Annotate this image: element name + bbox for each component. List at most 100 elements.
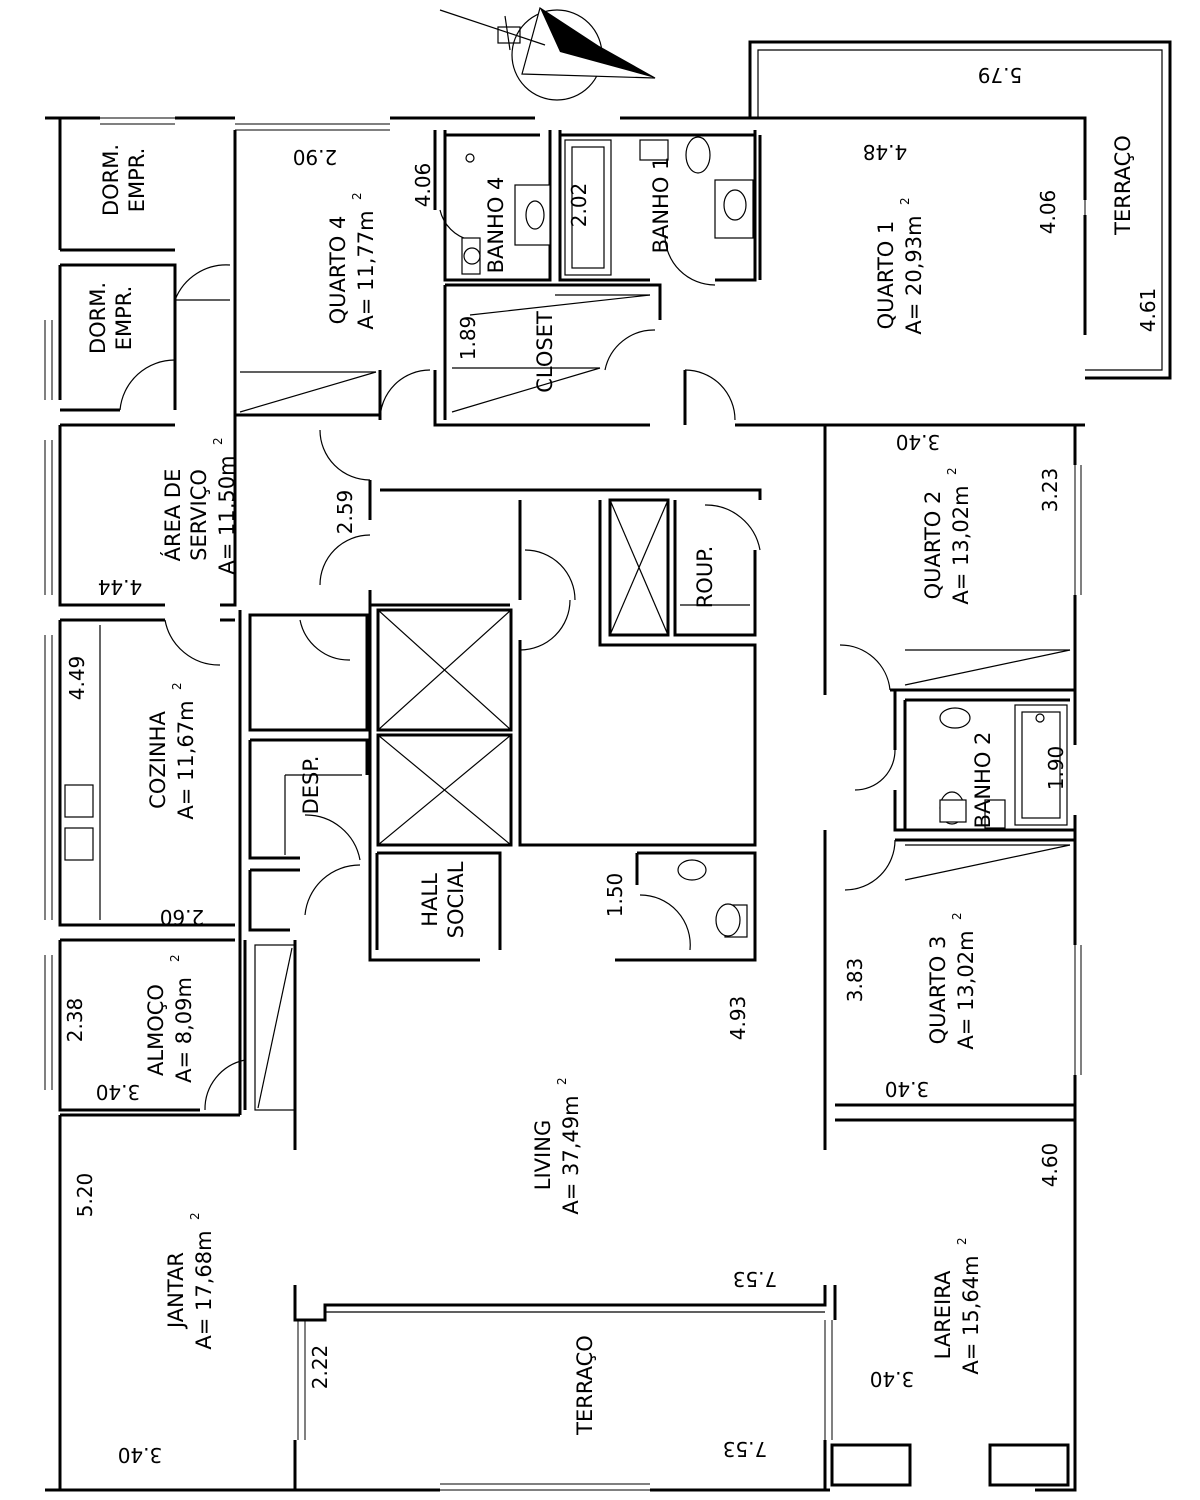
dim-quarto1-w: 4.48 [863,140,908,164]
lareira-area: A= 15,64m [959,1255,983,1374]
quarto4-label: QUARTO 4 A= 11,77m 2 [326,192,378,329]
quarto3-area-sup: 2 [950,912,964,920]
dim-terraco-w-bottom: 7.53 [723,1437,768,1461]
jantar-area-sup: 2 [188,1212,202,1220]
quarto1-area: A= 20,93m [902,215,926,334]
dim-quarto1-h: 4.06 [1036,190,1060,235]
desp-name: DESP. [299,756,323,815]
living-area-sup: 2 [555,1077,569,1085]
terrace-top-right [748,40,1172,380]
banho2-name: BANHO 2 [971,732,995,829]
lareira-name: LAREIRA [931,1270,955,1359]
dim-terraco-top-w: 5.79 [978,63,1023,87]
dim-banho1-h: 2.02 [567,183,591,228]
jantar-area: A= 17,68m [192,1230,216,1349]
jantar-label: JANTAR A= 17,68m 2 [164,1212,216,1349]
quarto2-area-sup: 2 [945,467,959,475]
closet-name: CLOSET [533,311,557,393]
dim-corridor-w: 2.59 [333,490,357,535]
area-servico-line1: ÁREA DE [160,469,185,562]
terraco-top-label: TERRAÇO [1111,135,1135,236]
north-arrow-icon [439,7,656,101]
quarto3-area: A= 13,02m [954,930,978,1049]
banho1-label: BANHO 1 [649,157,673,254]
lareira-area-sup: 2 [955,1237,969,1245]
living-label: LIVING A= 37,49m 2 [531,1077,583,1214]
quarto1-label: QUARTO 1 A= 20,93m 2 [874,197,926,334]
area-servico-label: ÁREA DE SERVIÇO A= 11,50m 2 [160,437,239,574]
quarto3-label: QUARTO 3 A= 13,02m 2 [926,912,978,1049]
dorm-empr-2-line1: DORM. [86,282,110,354]
dim-quarto4-h: 4.06 [411,163,435,208]
quarto2-label: QUARTO 2 A= 13,02m 2 [921,467,973,604]
dim-quarto3-h: 3.83 [843,958,867,1003]
almoco-label: ALMOÇO A= 8,09m 2 [144,954,196,1083]
banho2-label: BANHO 2 [971,732,995,829]
area-servico-area-sup: 2 [211,437,225,445]
living-area: A= 37,49m [559,1095,583,1214]
dim-quarto3-w: 3.40 [885,1077,930,1101]
dorm-empr-1-line1: DORM. [99,144,123,216]
banho1-name: BANHO 1 [649,157,673,254]
dim-jantar-h: 5.20 [73,1173,97,1218]
cozinha-label: COZINHA A= 11,67m 2 [146,682,198,819]
dim-cozinha-w: 2.60 [160,905,205,929]
roup-name: ROUP. [693,546,717,609]
almoco-area-sup: 2 [168,954,182,962]
dorm-empr-2-line2: EMPR. [112,286,136,351]
area-servico-line2: SERVIÇO [187,469,211,561]
dim-lareira-h: 4.60 [1038,1143,1062,1188]
almoco-name: ALMOÇO [144,984,168,1076]
dim-quarto4-w: 2.90 [293,145,338,169]
terraco-bottom-label: TERRAÇO [573,1335,597,1436]
dorm-empr-2-label: DORM. EMPR. [86,282,136,354]
quarto4-name: QUARTO 4 [326,216,350,325]
quarto1-area-sup: 2 [898,197,912,205]
roup-label: ROUP. [693,546,717,609]
dim-almoco-h: 2.38 [63,998,87,1043]
cozinha-name: COZINHA [146,711,170,809]
dim-quarto2-w: 3.40 [896,430,941,454]
area-servico-area: A= 11,50m [215,455,239,574]
quarto4-area-sup: 2 [350,192,364,200]
door-swings [119,209,896,1111]
dim-closet-h: 1.89 [456,316,480,361]
terraco-top-name: TERRAÇO [1111,135,1135,236]
hall-social-line1: HALL [418,873,442,927]
interior-walls [58,130,1085,1491]
quarto2-area: A= 13,02m [949,485,973,604]
quarto4-area: A= 11,77m [354,210,378,329]
dim-lavabo-h: 1.50 [603,873,627,918]
dim-cozinha-h: 4.49 [65,656,89,701]
banho4-label: BANHO 4 [484,177,508,274]
dim-quarto2-h: 3.23 [1038,468,1062,513]
sanitary-fixtures [461,136,1068,938]
dim-terraco-h: 2.22 [308,1345,332,1390]
dim-terraco-w-top: 7.53 [733,1267,778,1291]
closet-label: CLOSET [533,311,557,393]
jantar-name: JANTAR [164,1252,188,1330]
dim-banho2-h: 1.90 [1044,746,1068,791]
cozinha-area-sup: 2 [170,682,184,690]
dim-jantar-w: 3.40 [118,1443,163,1467]
desp-label: DESP. [299,756,323,815]
exterior-walls [44,116,1087,1492]
dorm-empr-1-label: DORM. EMPR. [99,144,149,216]
terraco-bottom-name: TERRAÇO [573,1335,597,1436]
dim-living-h: 4.93 [726,996,750,1041]
hall-social-line2: SOCIAL [444,861,468,938]
quarto2-name: QUARTO 2 [921,491,945,600]
quarto1-name: QUARTO 1 [874,221,898,330]
cozinha-area: A= 11,67m [174,700,198,819]
almoco-area: A= 8,09m [172,977,196,1083]
dim-almoco-w: 3.40 [96,1080,141,1104]
quarto3-name: QUARTO 3 [926,936,950,1045]
dim-lareira-w: 3.40 [870,1367,915,1391]
dim-area-servico-w: 4.44 [98,575,143,599]
dorm-empr-1-line2: EMPR. [125,148,149,213]
dim-terraco-top-h: 4.61 [1136,288,1160,333]
living-name: LIVING [531,1120,555,1190]
lareira-label: LAREIRA A= 15,64m 2 [931,1237,983,1374]
room-labels: DORM. EMPR. DORM. EMPR. QUARTO 4 A= 11,7… [86,135,1135,1436]
